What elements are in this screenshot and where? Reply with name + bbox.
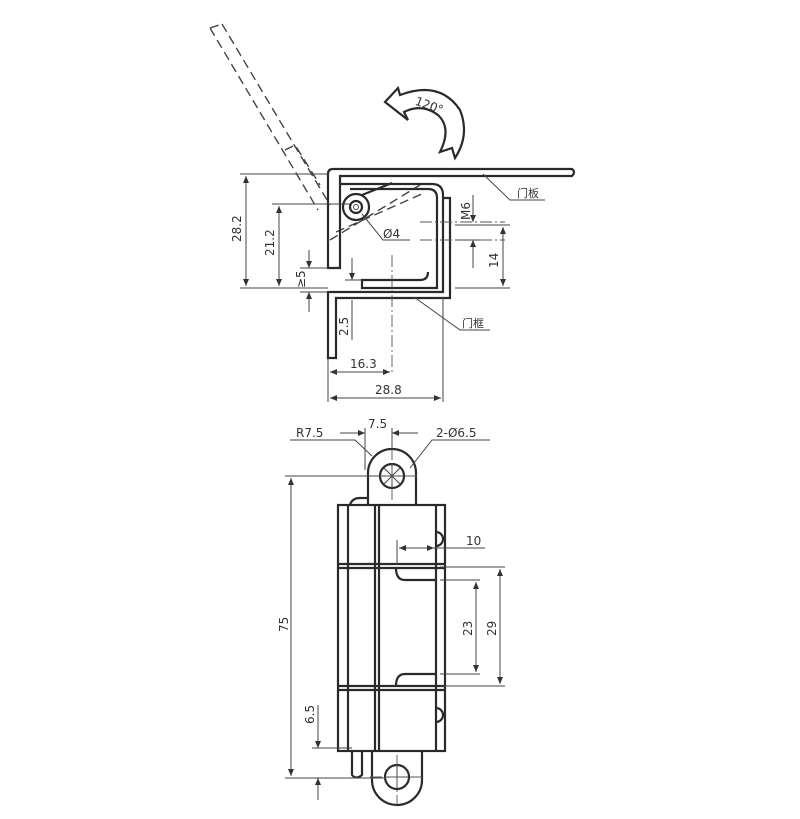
door-panel bbox=[326, 167, 576, 270]
dim-radius: R7.5 bbox=[296, 426, 323, 440]
dim-offset: 2.5 bbox=[337, 317, 351, 336]
dim-slot-depth: 10 bbox=[466, 534, 481, 548]
dim-length: 75 bbox=[277, 617, 291, 632]
rotation-arrow-icon bbox=[383, 85, 466, 161]
top-view: 120° 门板 门框 Ø4 bbox=[209, 23, 576, 402]
dim-thread: M6 bbox=[459, 202, 473, 220]
door-panel-label: 门板 bbox=[517, 186, 539, 200]
dim-end-offset: 6.5 bbox=[303, 705, 317, 724]
hinge-body bbox=[336, 503, 447, 753]
dim-lug-offset: 7.5 bbox=[368, 417, 387, 431]
pin-diameter-dim: Ø4 bbox=[383, 227, 400, 241]
dim-min-gap: ≥5 bbox=[294, 270, 308, 288]
dim-height-overall: 28.2 bbox=[230, 215, 244, 242]
front-view-dimensions: R7.5 7.5 2-Ø6.5 75 10 23 29 6.5 bbox=[277, 417, 505, 800]
dim-height-pivot: 21.2 bbox=[263, 229, 277, 256]
dim-holes: 2-Ø6.5 bbox=[436, 426, 477, 440]
door-frame-label: 门框 bbox=[462, 316, 484, 330]
dim-hole-height: 14 bbox=[487, 253, 501, 268]
hinge-bracket bbox=[350, 187, 439, 290]
dim-pivot-x: 16.3 bbox=[350, 357, 377, 371]
dim-slot-inner: 23 bbox=[461, 621, 475, 636]
rotation-angle-label: 120° bbox=[413, 94, 445, 117]
open-panel-phantom bbox=[209, 23, 425, 241]
pivot-knuckle bbox=[341, 192, 371, 222]
front-view: R7.5 7.5 2-Ø6.5 75 10 23 29 6.5 bbox=[277, 417, 505, 807]
dim-slot-outer: 29 bbox=[485, 621, 499, 636]
top-view-dimensions: 28.2 21.2 ≥5 2.5 16.3 28.8 M6 14 bbox=[230, 173, 510, 402]
dim-width-overall: 28.8 bbox=[375, 383, 402, 397]
